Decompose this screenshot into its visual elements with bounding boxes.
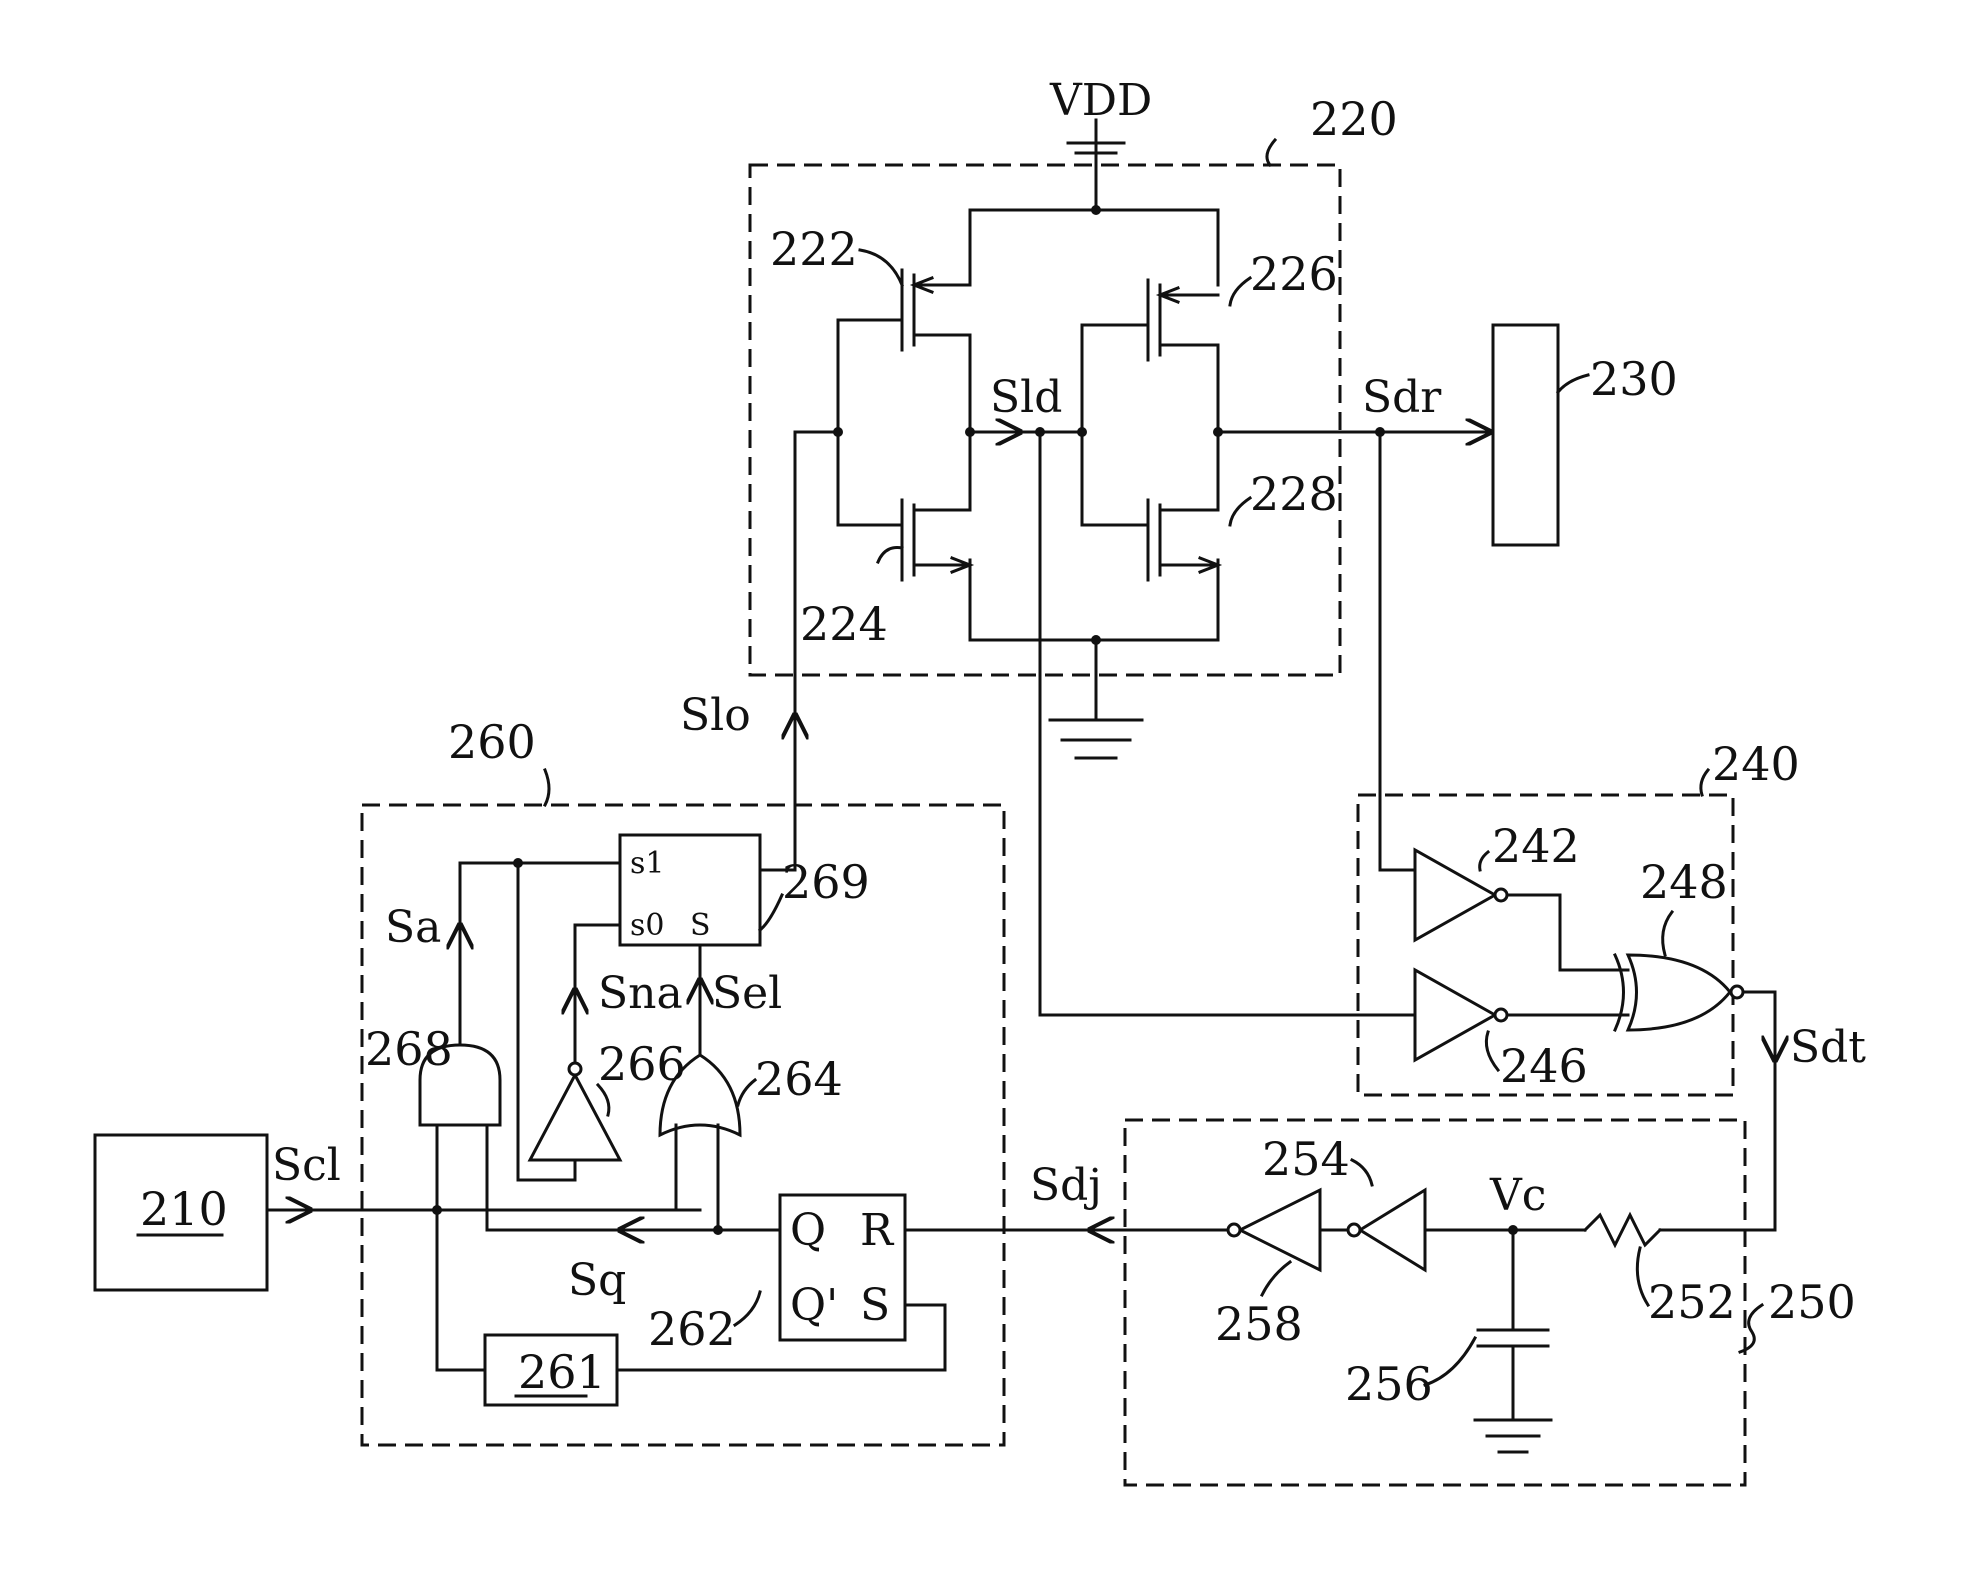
- transistor-226: [1148, 280, 1218, 360]
- label-246: 246: [1500, 1039, 1588, 1093]
- label-260: 260: [448, 715, 536, 769]
- label-258: 258: [1215, 1297, 1303, 1351]
- transistor-224: [902, 500, 970, 580]
- ff-pin-qb: Q': [790, 1280, 838, 1331]
- label-220: 220: [1310, 92, 1398, 146]
- buffer-258: [1228, 1190, 1320, 1270]
- label-224: 224: [800, 597, 888, 651]
- label-254: 254: [1262, 1132, 1350, 1186]
- label-228: 228: [1250, 467, 1338, 521]
- label-266: 266: [598, 1037, 686, 1091]
- label-scl: Scl: [272, 1140, 341, 1191]
- label-sdj: Sdj: [1030, 1160, 1102, 1211]
- label-sna: Sna: [598, 968, 683, 1019]
- mux-pin-s1: s1: [630, 846, 664, 881]
- label-sld: Sld: [990, 372, 1062, 423]
- label-sdr: Sdr: [1362, 372, 1442, 423]
- label-slo: Slo: [680, 690, 751, 741]
- transistor-228: [1148, 500, 1218, 580]
- label-252: 252: [1648, 1275, 1736, 1329]
- label-256: 256: [1345, 1357, 1433, 1411]
- label-210: 210: [140, 1182, 228, 1236]
- label-250: 250: [1768, 1275, 1856, 1329]
- capacitor-256: [1475, 1230, 1551, 1452]
- ff-pin-r: R: [860, 1205, 895, 1256]
- label-vdd: VDD: [1049, 75, 1152, 126]
- label-226: 226: [1250, 247, 1338, 301]
- label-242: 242: [1492, 819, 1580, 873]
- label-262: 262: [648, 1302, 736, 1356]
- ground-symbol: [1050, 640, 1142, 758]
- label-248: 248: [1640, 855, 1728, 909]
- label-sq: Sq: [568, 1255, 626, 1306]
- label-sdt: Sdt: [1790, 1022, 1866, 1073]
- resistor-252: [1585, 1215, 1660, 1245]
- label-269: 269: [782, 855, 870, 909]
- label-261: 261: [518, 1345, 606, 1399]
- label-230: 230: [1590, 352, 1678, 406]
- label-240: 240: [1712, 737, 1800, 791]
- ff-pin-q: Q: [790, 1205, 826, 1256]
- mux-pin-s: S: [690, 908, 711, 943]
- xnor-gate-248: [1615, 955, 1743, 1030]
- load-230: [1493, 325, 1558, 545]
- label-vc: Vc: [1489, 1170, 1546, 1221]
- transistor-222: [902, 270, 970, 350]
- mux-pin-s0: s0: [630, 908, 664, 943]
- ff-pin-s: S: [860, 1280, 890, 1331]
- label-264: 264: [755, 1052, 843, 1106]
- label-222: 222: [770, 222, 858, 276]
- label-268: 268: [365, 1022, 453, 1076]
- label-sa: Sa: [385, 902, 441, 953]
- label-sel: Sel: [712, 968, 782, 1019]
- inverter-246: [1415, 970, 1507, 1060]
- inverter-254: [1348, 1190, 1425, 1270]
